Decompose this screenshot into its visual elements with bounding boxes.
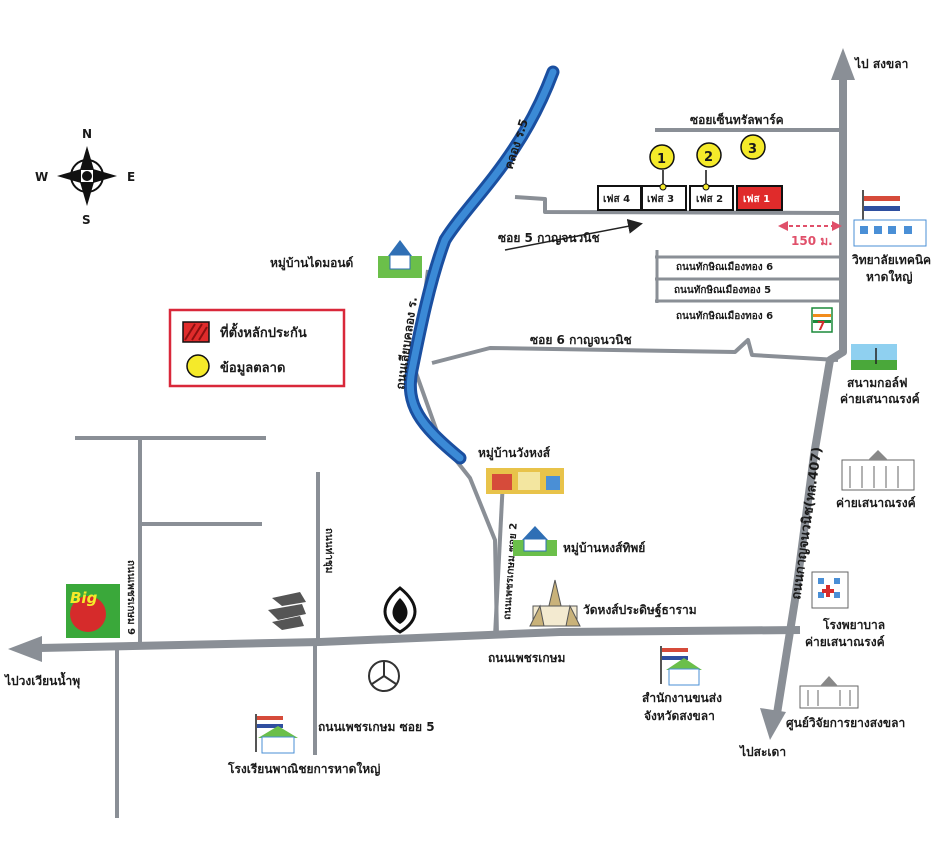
market-point-1 [649, 144, 675, 170]
big-c-label: Big [70, 589, 98, 607]
research-center-icon [799, 676, 859, 709]
market-point-2-label: 2 [704, 150, 713, 165]
school-icon [255, 714, 298, 754]
road-soi6 [431, 338, 839, 365]
compass-rose: N S W E [35, 127, 135, 227]
distance-label: 150 ม. [791, 234, 833, 248]
plot-phase2 [689, 185, 734, 211]
label-phetkasem-soi5: ถนนเพชรเกษม ซอย 5 [318, 720, 435, 734]
label-to-sadao: ไปสะเดา [738, 744, 786, 759]
canal-r5 [403, 65, 560, 465]
label-golf-2: ค่ายเสนาณรงค์ [840, 392, 920, 406]
diamond-village-icon [378, 240, 422, 278]
plot-phase4 [597, 185, 642, 211]
label-soi5: ซอย 5 กาญจนวนิช [498, 231, 600, 245]
label-thakpin6b: ถนนทักษิณเมืองทอง 6 [676, 310, 773, 322]
compass-e: E [127, 170, 135, 184]
distance-marker: 150 ม. [778, 221, 842, 248]
hongthip-village-icon [513, 526, 557, 556]
hospital-icon [811, 571, 849, 609]
plot-phase3-label: เฟส 3 [647, 193, 674, 205]
label-soi-central: ซอยเซ็นทรัลพาร์ค [690, 112, 784, 127]
bank-logo-icon [383, 586, 417, 634]
camp-building-icon [841, 450, 915, 491]
label-hongthip-village: หมู่บ้านหงส์ทิพย์ [563, 541, 645, 556]
market-point-1-label: 1 [657, 152, 666, 167]
compass-s: S [82, 213, 91, 227]
label-diamond-village: หมู่บ้านไดมอนด์ [270, 255, 354, 271]
plot-phase4-label: เฟส 4 [603, 193, 630, 205]
road-kanjanavanich [772, 78, 847, 721]
market-point-3 [740, 134, 766, 160]
label-thakpin6a: ถนนทักษิณเมืองทอง 6 [676, 261, 773, 273]
label-hospital-1: โรงพยาบาล [822, 617, 885, 632]
label-mid-vertical: ถนนท่าชุม [323, 528, 335, 573]
label-phetkasem: ถนนเพชรเกษม [488, 651, 565, 665]
label-rubber-center: ศูนย์วิจัยการยางสงขลา [786, 716, 905, 731]
legend: ที่ตั้งหลักประกัน ข้อมูลตลาด [168, 308, 346, 388]
label-wanghong-village: หมู่บ้านวังหงส์ [478, 446, 551, 461]
market-points: 1 2 3 [649, 134, 766, 191]
label-soi6: ซอย 6 กาญจนวนิช [530, 333, 632, 347]
canal-r5-inner [406, 68, 557, 462]
market-point-2 [696, 142, 722, 168]
legend-market-swatch [186, 354, 210, 378]
golf-icon [851, 344, 897, 370]
label-camp: ค่ายเสนาณรงค์ [836, 496, 916, 510]
plots: เฟส 4 เฟส 3 เฟส 2 เฟส 1 [597, 185, 783, 211]
road-phetkasem [39, 626, 801, 652]
big-c-icon: Big [66, 584, 120, 638]
legend-market-label: ข้อมูลตลาด [220, 360, 285, 376]
road-soi5 [514, 195, 843, 215]
seven-eleven-label: 7 [817, 319, 825, 333]
label-golf-1: สนามกอล์ฟ [847, 376, 908, 390]
compass-w: W [35, 170, 48, 184]
store-logo-icon [268, 592, 306, 630]
label-to-songkhla: ไป สงขลา [853, 56, 908, 71]
label-wat: วัดหงส์ประดิษฐ์ธาราม [583, 603, 697, 618]
label-thakpin5: ถนนทักษิณเมืองทอง 5 [674, 284, 771, 296]
label-to-wangnamphu: ไปวงเวียนน้ำพุ [3, 671, 80, 689]
road-soi2 [493, 479, 505, 637]
market-point-3-label: 3 [748, 142, 757, 157]
label-hospital-2: ค่ายเสนาณรงค์ [805, 635, 885, 649]
label-transport-2: จังหวัดสงขลา [644, 709, 715, 723]
arrow-to-songkhla [831, 48, 855, 80]
legend-collateral-label: ที่ตั้งหลักประกัน [220, 322, 307, 341]
wanghong-village-icon [486, 468, 564, 494]
label-tech-college-1: วิทยาลัยเทคนิค [852, 253, 931, 267]
plot-phase1-label: เฟส 1 [743, 193, 770, 205]
label-canal: คลอง ร.5 [502, 117, 531, 171]
soi5-pointer [504, 218, 643, 251]
label-tech-college-2: หาดใหญ่ [866, 269, 912, 284]
temple-icon [529, 579, 581, 627]
car-logo-icon [368, 660, 400, 692]
label-left-vertical: ถนนเพชรเกษม 9 [125, 560, 136, 635]
seven-eleven-icon: 7 [811, 307, 833, 333]
plot-phase1 [736, 185, 783, 211]
college-icon [853, 190, 927, 247]
arrow-to-wangnamphu [8, 636, 42, 662]
label-transport-1: สำนักงานขนส่ง [642, 691, 722, 705]
plot-phase2-label: เฟส 2 [696, 193, 723, 205]
compass-n: N [82, 127, 92, 141]
arrow-to-sadao [760, 708, 786, 740]
label-school: โรงเรียนพาณิชยการหาดใหญ่ [227, 761, 380, 776]
transport-office-icon [660, 646, 702, 686]
label-phetkasem-soi2: ถนนเพชรเกษม ซอย 2 [502, 523, 520, 621]
